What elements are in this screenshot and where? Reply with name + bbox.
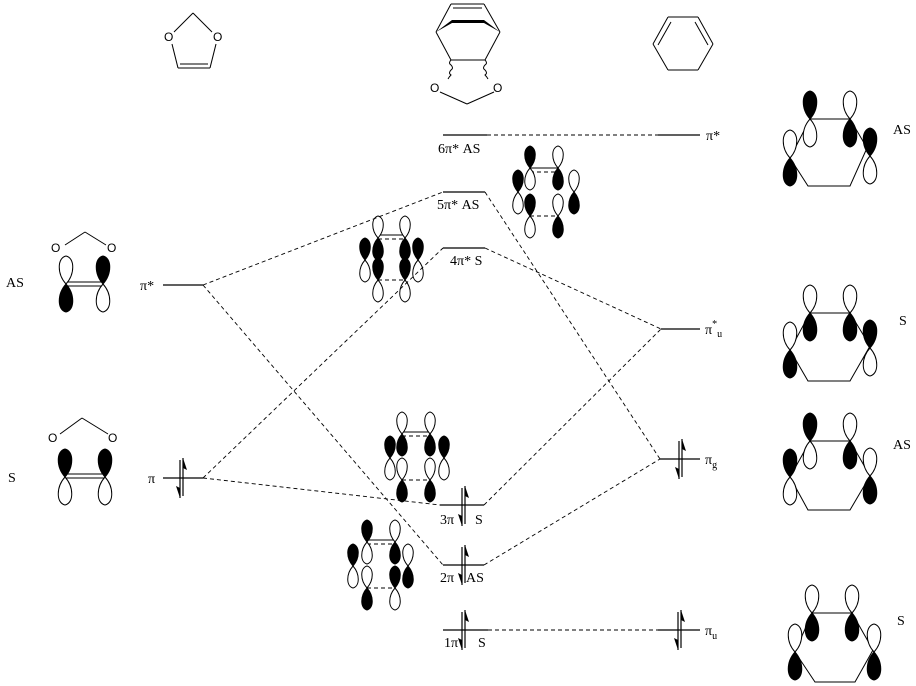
level-label-pi-star: π*	[140, 279, 154, 294]
correlation-line	[483, 458, 661, 566]
oxygen-atom: O	[48, 431, 57, 445]
symmetry-label-s: S	[8, 471, 16, 486]
oxygen-atom: O	[430, 81, 439, 95]
orbital-picture-3pi	[384, 411, 450, 503]
oxygen-atom: O	[108, 431, 117, 445]
symmetry-label-as: AS	[6, 276, 24, 291]
oxygen-atom: O	[213, 30, 222, 44]
electron-pair-icon	[458, 610, 469, 650]
symmetry-label-s: S	[899, 314, 907, 329]
correlation-line	[202, 477, 441, 506]
correlation-line	[483, 328, 662, 506]
level-label-pi-star-u: π*u	[705, 319, 722, 340]
dioxole-pi-star-orbital: O O	[51, 231, 116, 313]
electron-pair-icon	[458, 486, 469, 526]
level-label-pi-u: πu	[705, 624, 717, 642]
electron-pair-icon	[458, 545, 469, 585]
oxygen-atom: O	[107, 241, 116, 255]
level-label-4pi-star: 4π* S	[450, 254, 482, 269]
electron-pair-icon	[675, 439, 686, 479]
cyclohexadiene-orbital-as-pi-g	[782, 412, 878, 511]
orbital-picture-6pi-star	[512, 145, 580, 239]
cyclohexadiene-orbital-s-pi-u	[787, 584, 882, 683]
correlation-line	[484, 247, 662, 330]
electron-pair-icon	[674, 610, 685, 650]
electron-pair-icon	[176, 458, 187, 498]
level-label-3pi: 3π	[440, 513, 454, 528]
orbital-picture-5pi-4pi	[359, 215, 424, 303]
cyclohexadiene-orbital-as-top	[782, 90, 878, 187]
level-label-pi-g: πg	[705, 453, 717, 471]
dioxole-pi-orbital: O O	[48, 417, 117, 506]
oxygen-atom: O	[51, 241, 60, 255]
level-label-pi-star-top: π*	[706, 129, 720, 144]
symmetry-label-s: S	[897, 614, 905, 629]
level-label-pi: π	[148, 472, 155, 487]
oxygen-atom: O	[164, 30, 173, 44]
correlation-line	[202, 284, 444, 566]
dioxole-structure: O O	[164, 12, 222, 69]
cyclohexadiene-orbital-s-pi-star-u	[782, 284, 878, 382]
symmetry-label-as: AS	[893, 123, 911, 138]
symmetry-label-2pi: AS	[466, 571, 484, 586]
correlation-line	[202, 191, 444, 286]
symmetry-label-as: AS	[893, 438, 911, 453]
level-label-1pi: 1π	[444, 636, 458, 651]
oxygen-atom: O	[493, 81, 502, 95]
orbital-picture-2pi	[347, 519, 414, 611]
level-label-5pi-star: 5π* AS	[437, 198, 479, 213]
level-label-6pi-star: 6π* AS	[438, 142, 480, 157]
cyclohexadiene-structure	[652, 16, 714, 71]
symmetry-label-1pi: S	[478, 636, 486, 651]
bicyclic-adduct-structure: O O	[430, 3, 502, 105]
symmetry-label-3pi: S	[475, 513, 483, 528]
level-label-2pi: 2π	[440, 571, 454, 586]
correlation-line	[484, 191, 661, 460]
